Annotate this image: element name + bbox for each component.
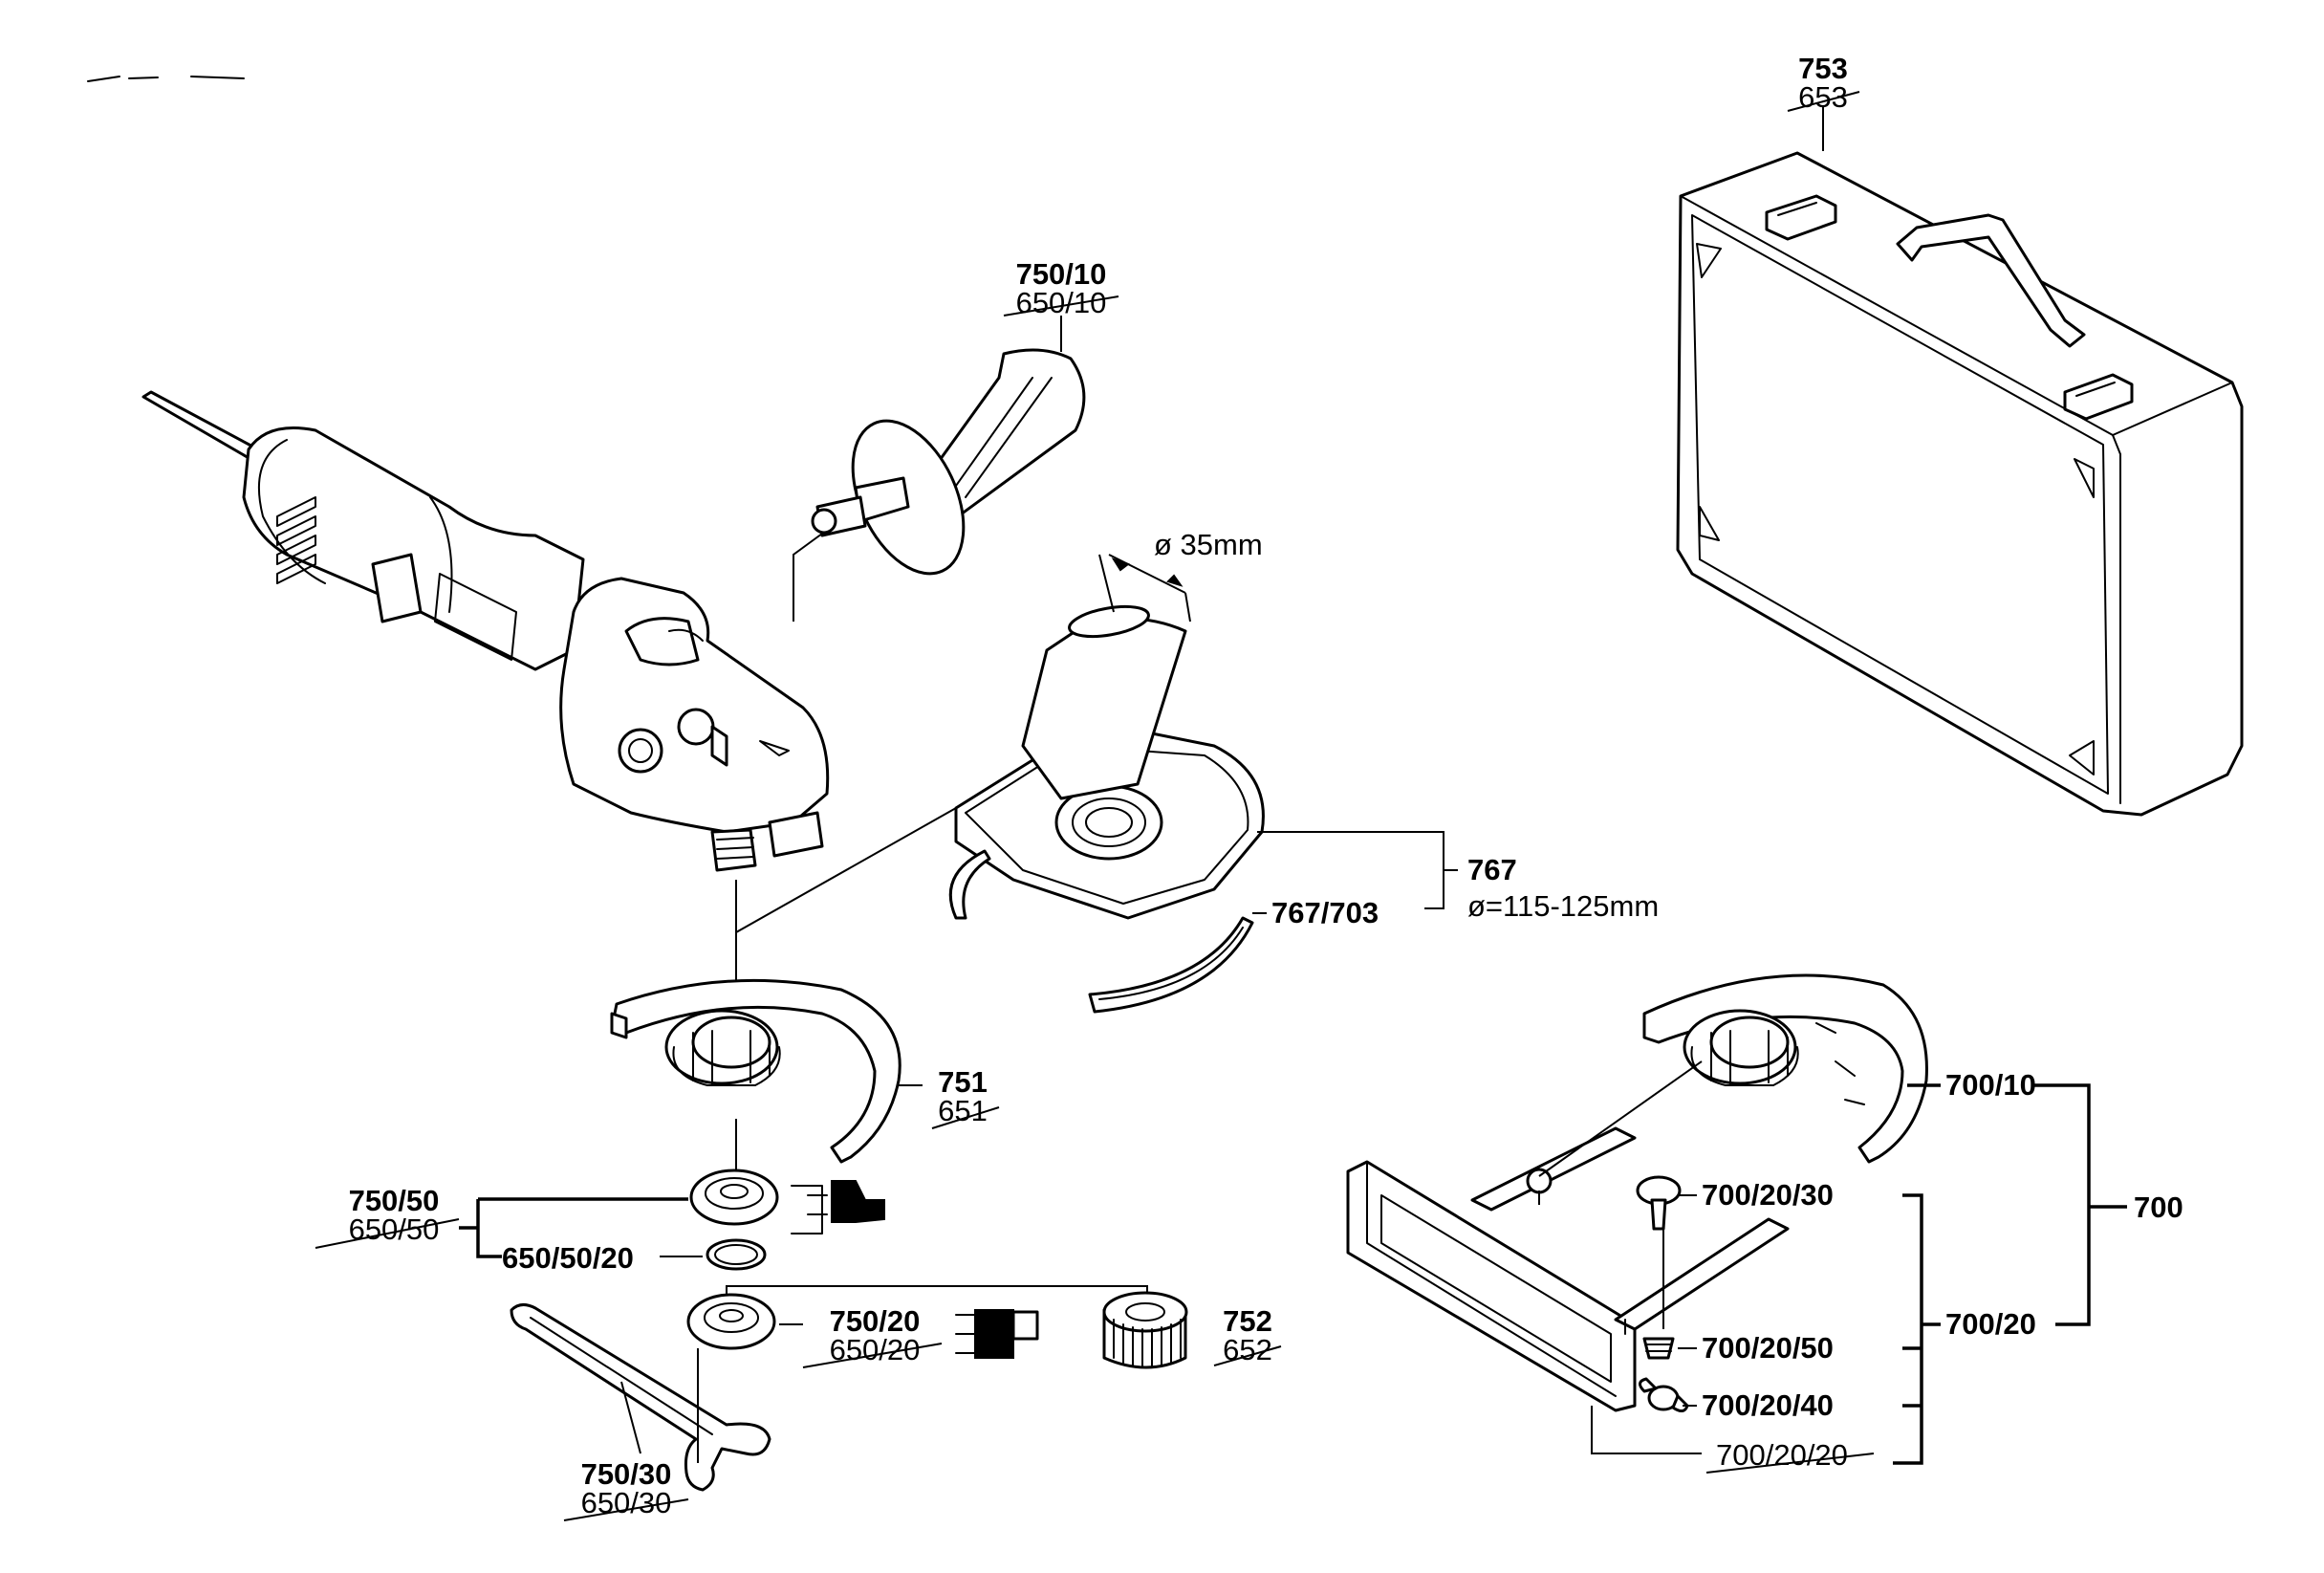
- frame-part-number: 700/20/20: [1716, 1438, 1848, 1472]
- cutting-guide-part-number: 700: [2134, 1191, 2183, 1224]
- hood-part-number: 767: [1467, 853, 1517, 886]
- auxiliary-handle: [811, 348, 1086, 576]
- wing-nut-part-number: 700/20/40: [1702, 1388, 1834, 1422]
- spring-part-number: 700/20/50: [1702, 1331, 1834, 1365]
- aux-handle-part-number: 750/10: [1016, 257, 1107, 291]
- quick-nut-part-number: 752: [1223, 1304, 1272, 1338]
- angle-grinder: [141, 390, 830, 872]
- flange-detail-icon: [791, 1180, 885, 1234]
- quick-clamping-nut: [1102, 1291, 1188, 1369]
- spanner-part-number: 750/30: [581, 1457, 672, 1491]
- hood-port-diameter: ø 35mm: [1154, 528, 1263, 561]
- clamp-nut-part-number: 750/20: [830, 1304, 921, 1338]
- pin-spanner: [510, 1303, 771, 1492]
- wing-nut: [1639, 1377, 1689, 1412]
- carrying-case: [1676, 151, 2244, 817]
- cutting-guide-guard: [1642, 973, 1928, 1164]
- flange-old-part-number: 650/50: [349, 1213, 440, 1246]
- hood-diameter-range: ø=115-125mm: [1467, 889, 1659, 923]
- bolt-part-number: 700/20/30: [1702, 1178, 1834, 1212]
- guard-old-part-number: 651: [938, 1094, 988, 1127]
- wheel-guard: [610, 978, 901, 1164]
- o-ring-part-number: 650/50/20: [502, 1241, 634, 1275]
- aux-handle-old-part-number: 650/10: [1016, 286, 1107, 319]
- guide-guard-part-number: 700/10: [1945, 1068, 2036, 1102]
- cutting-guide-frame: [1346, 1126, 1790, 1412]
- flange-part-number: 750/50: [349, 1184, 440, 1217]
- extraction-hood: [948, 604, 1265, 1014]
- guide-set-part-number: 700/20: [1945, 1307, 2036, 1341]
- spring: [1642, 1337, 1675, 1360]
- mounting-flange: [689, 1169, 779, 1226]
- clamp-nut-detail-icon: [955, 1309, 1039, 1359]
- hood-subassembly-number: 767/703: [1271, 896, 1379, 929]
- spanner-old-part-number: 650/30: [581, 1486, 672, 1519]
- case-part-number: 753: [1798, 52, 1848, 85]
- carriage-bolt: [1636, 1175, 1682, 1231]
- clamp-nut: [686, 1293, 776, 1350]
- scan-mark: [87, 76, 245, 82]
- guard-part-number: 751: [938, 1065, 988, 1099]
